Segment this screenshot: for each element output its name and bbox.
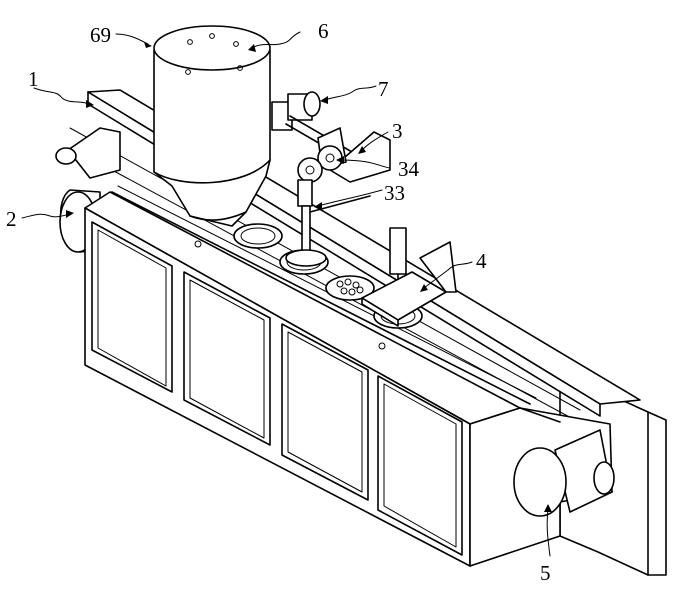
label-1: 1 [28, 67, 39, 91]
label-6: 6 [318, 19, 329, 43]
door-panels [91, 221, 463, 556]
leader-lines [21, 31, 551, 557]
label-34: 34 [398, 157, 420, 181]
label-69: 69 [90, 23, 111, 47]
label-2: 2 [6, 207, 17, 231]
label-3: 3 [392, 119, 403, 143]
gear-box [297, 127, 391, 183]
label-5: 5 [540, 561, 551, 585]
right-drive-wheel [513, 429, 615, 517]
leader-arrows [66, 42, 552, 512]
vertical-shaft [285, 179, 371, 267]
hopper [153, 25, 271, 227]
reference-labels: 69 6 7 3 34 33 1 2 4 5 [6, 19, 551, 585]
left-roller [55, 127, 121, 179]
label-33: 33 [384, 181, 405, 205]
label-7: 7 [378, 77, 389, 101]
press-head [361, 227, 457, 327]
label-4: 4 [476, 249, 487, 273]
